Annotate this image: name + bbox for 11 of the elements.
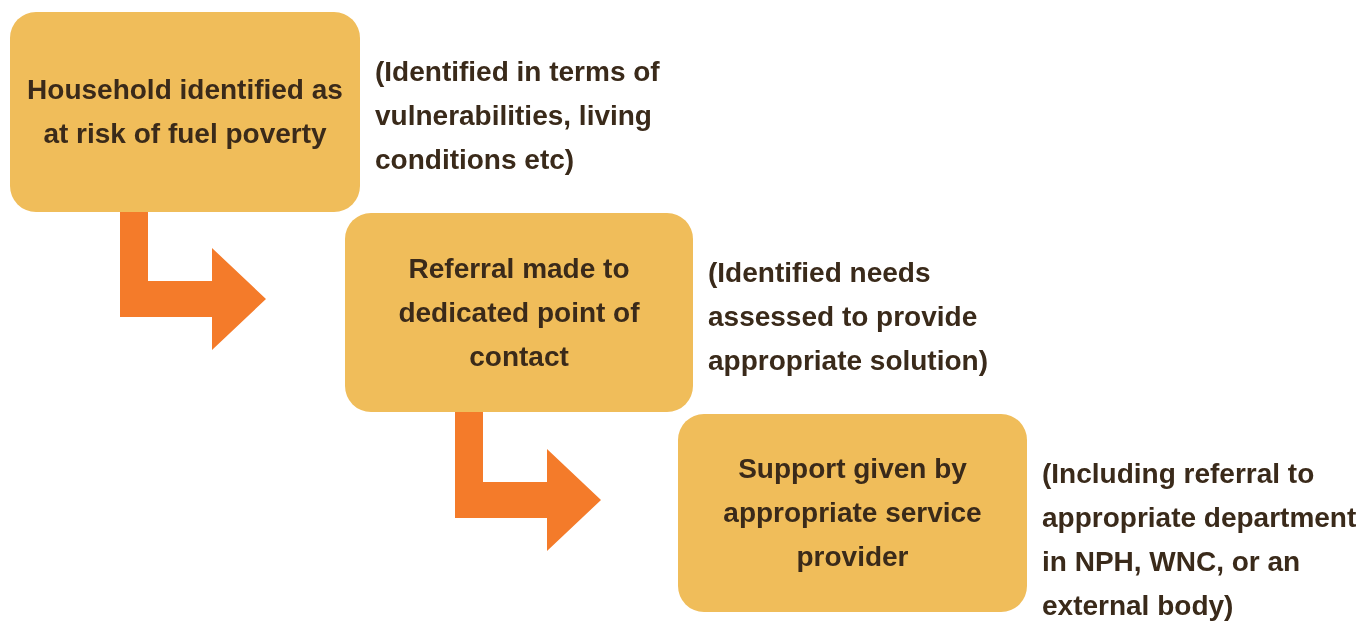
step-text: Support given by appropriate service provider xyxy=(722,452,983,574)
step-text: Referral made to dedicated point of contact xyxy=(397,251,641,374)
arrow xyxy=(455,412,601,551)
process-box xyxy=(345,213,693,412)
process-box xyxy=(10,12,360,212)
note-text: (Including referral to appropriate department in NPH, WNC, or an external body) xyxy=(1042,457,1358,623)
note-text: (Identified in terms of vulnerabilities, living conditions etc) xyxy=(375,55,661,177)
step-text: Household identified as at risk of fuel poverty xyxy=(26,73,344,151)
process-box xyxy=(678,414,1027,612)
arrow xyxy=(120,212,266,350)
note-text: (Identified needs assessed to provide appropriate solution) xyxy=(708,256,989,378)
